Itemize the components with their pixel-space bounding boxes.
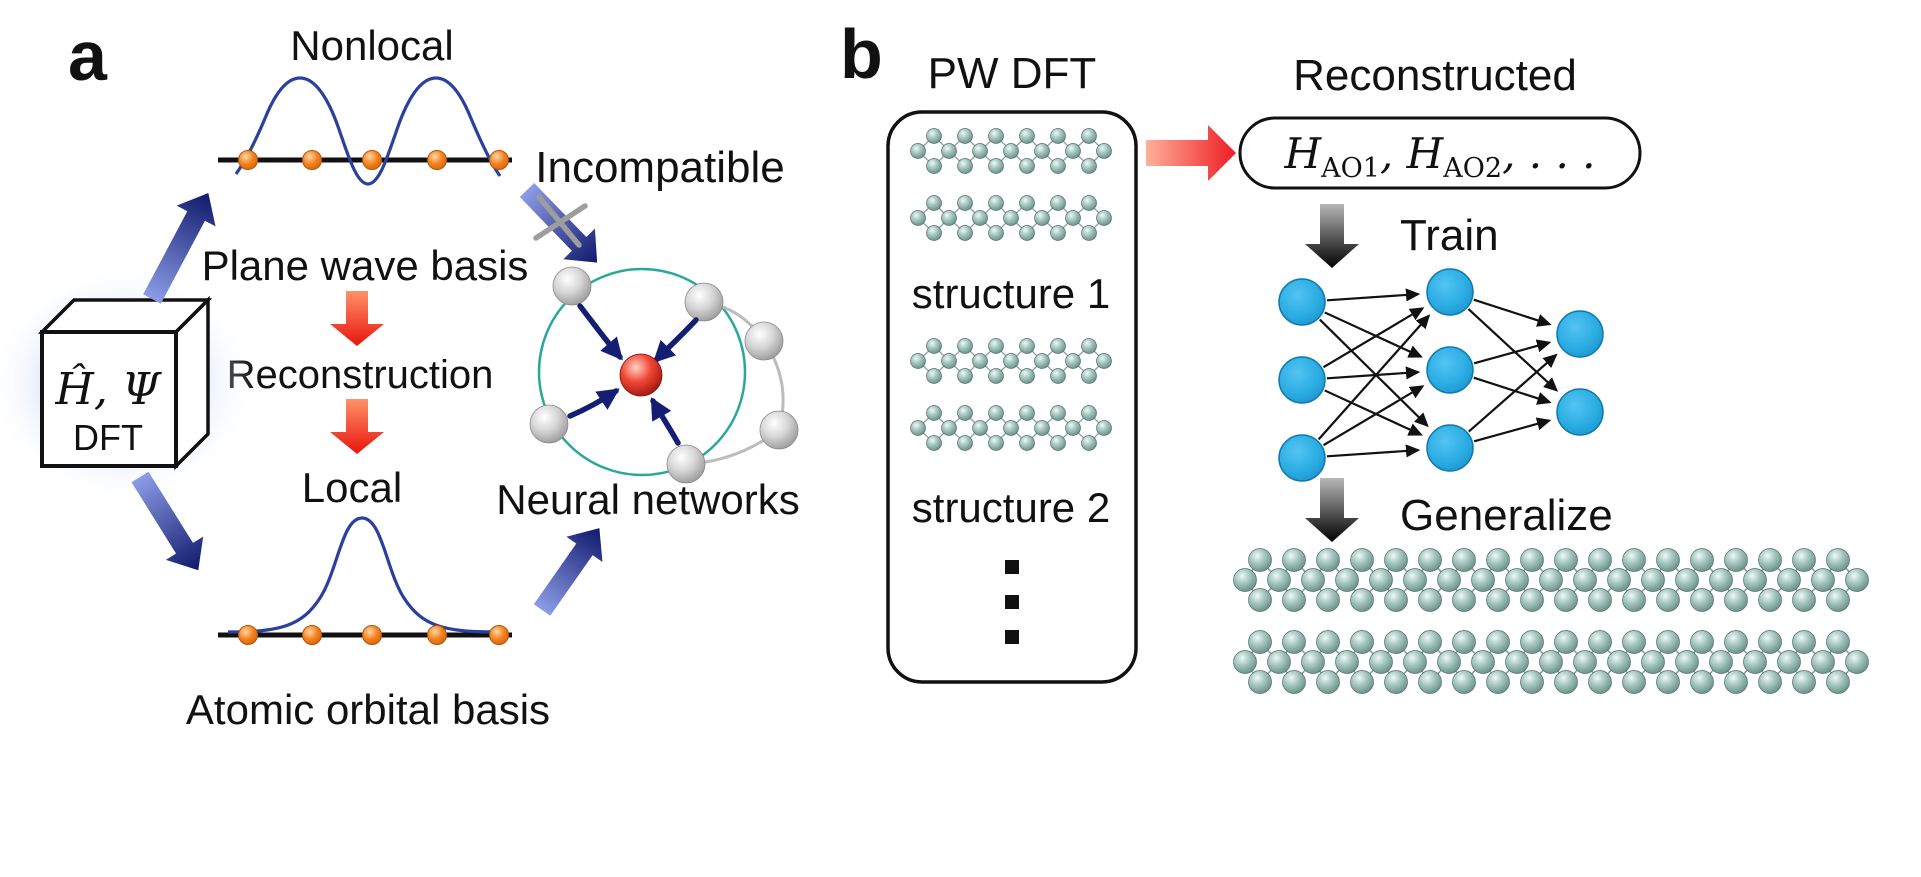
vertical-ellipsis bbox=[1005, 560, 1019, 644]
atomic-orbital-plot bbox=[218, 516, 512, 645]
neural-circle bbox=[537, 267, 747, 477]
neighbor-atoms bbox=[529, 266, 799, 484]
dft-cube-dft-label: DFT bbox=[73, 417, 143, 458]
neural-networks-label: Neural networks bbox=[496, 476, 799, 523]
incompatible-cross-icon bbox=[533, 194, 588, 248]
reconstruction-label: Reconstruction bbox=[227, 353, 494, 397]
ao-to-nn-arrow bbox=[533, 528, 603, 616]
panel-a-label: a bbox=[68, 17, 108, 95]
panel-a: a Nonlocal Plane wave basis Incompatible… bbox=[0, 17, 800, 733]
nonlocal-label: Nonlocal bbox=[290, 22, 453, 69]
reconstruction-arrow-top bbox=[330, 291, 384, 346]
neural-cluster bbox=[529, 266, 799, 484]
reconstructed-label: Reconstructed bbox=[1293, 51, 1577, 100]
reconstruction-arrow-bottom bbox=[330, 399, 384, 454]
gaussian-curve bbox=[227, 516, 497, 634]
dft-cube-hamiltonian: Ĥ, Ψ bbox=[55, 362, 162, 415]
train-label: Train bbox=[1400, 211, 1499, 260]
reconstruct-arrow bbox=[1146, 125, 1236, 181]
structure2-label: structure 2 bbox=[912, 484, 1110, 531]
plane-wave-atoms bbox=[238, 150, 509, 170]
atomic-orbital-atoms bbox=[238, 625, 509, 645]
pw-structures bbox=[910, 128, 1112, 451]
plane-wave-plot bbox=[218, 76, 512, 186]
plane-wave-curve bbox=[234, 76, 502, 186]
incompatible-label: Incompatible bbox=[535, 143, 784, 192]
atomic-orbital-basis-label: Atomic orbital basis bbox=[186, 686, 550, 733]
hamiltonian-pill bbox=[1238, 116, 1642, 190]
structure1-label: structure 1 bbox=[912, 270, 1110, 317]
plane-wave-basis-label: Plane wave basis bbox=[202, 242, 529, 289]
cube-to-planewave-arrow bbox=[143, 193, 216, 304]
pw-dft-label: PW DFT bbox=[928, 49, 1097, 98]
local-label: Local bbox=[302, 464, 402, 511]
generalize-arrow bbox=[1305, 478, 1359, 542]
generalize-label: Generalize bbox=[1400, 491, 1613, 540]
panel-b-label: b bbox=[840, 15, 883, 93]
hamiltonian-formula: HAO1, HAO2, . . . bbox=[1283, 129, 1595, 184]
cube-to-atomic-arrow bbox=[131, 471, 204, 571]
center-atom bbox=[619, 353, 663, 397]
train-arrow bbox=[1305, 204, 1359, 268]
dft-cube: Ĥ, Ψ DFT bbox=[37, 295, 213, 471]
panel-b: b PW DFT structure 1 structure 2 Reconst… bbox=[840, 15, 1869, 694]
pw-dft-box bbox=[886, 110, 1138, 684]
nn-graph bbox=[1278, 268, 1604, 482]
big-crystal bbox=[1233, 548, 1869, 694]
message-arrows bbox=[567, 303, 699, 446]
